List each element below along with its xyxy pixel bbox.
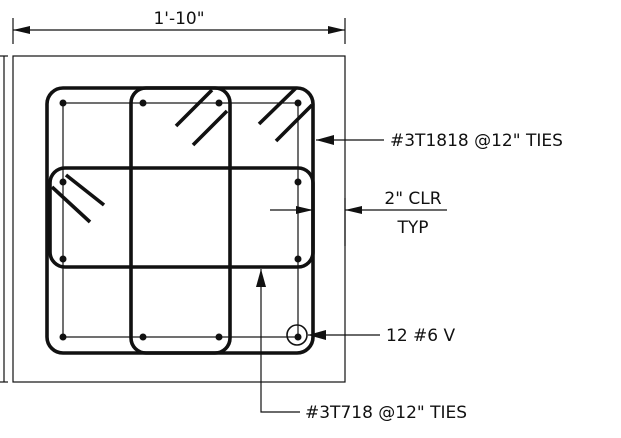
hook bbox=[191, 109, 229, 147]
dimension-arrow-right bbox=[328, 26, 345, 34]
clr-arrow-right bbox=[345, 206, 362, 214]
rebar-dot bbox=[294, 333, 302, 341]
hook bbox=[50, 185, 92, 224]
rebar-dot bbox=[139, 99, 147, 107]
rebar-dot bbox=[294, 255, 302, 263]
rebar-dot bbox=[215, 333, 223, 341]
outer-ties-callout: #3T1818 @12" TIES bbox=[316, 131, 563, 151]
vertical-bars bbox=[59, 99, 308, 346]
rebar-dot bbox=[59, 178, 67, 186]
clr-arrow-left bbox=[296, 206, 313, 214]
inner-ties-label: #3T718 @12" TIES bbox=[305, 403, 467, 423]
outer-ties-label: #3T1818 @12" TIES bbox=[390, 131, 563, 151]
vertical-cross-tie bbox=[129, 86, 232, 355]
clear-cover-typ-label: TYP bbox=[396, 218, 428, 238]
hook bbox=[274, 103, 314, 143]
rebar-dot bbox=[215, 99, 223, 107]
tie-hooks bbox=[50, 86, 314, 224]
rebar-dot bbox=[59, 255, 67, 263]
clear-cover-dimension: 2" CLR TYP bbox=[270, 189, 447, 246]
width-dimension: 1'-10" bbox=[12, 9, 346, 44]
clear-cover-label: 2" CLR bbox=[384, 189, 441, 209]
dimension-arrow-left bbox=[13, 26, 30, 34]
rebar-dot bbox=[294, 178, 302, 186]
hook bbox=[257, 86, 298, 126]
hook bbox=[174, 88, 214, 128]
inner-tie-line bbox=[62, 102, 299, 338]
outer-ties-arrow bbox=[316, 135, 334, 145]
vertical-bars-callout: 12 #6 V bbox=[308, 326, 455, 346]
rebar-dot bbox=[139, 333, 147, 341]
hook bbox=[64, 173, 106, 207]
inner-ties-arrow bbox=[256, 269, 266, 287]
rebar-dot bbox=[59, 99, 67, 107]
vertical-bars-label: 12 #6 V bbox=[386, 326, 455, 346]
inner-ties-callout: #3T718 @12" TIES bbox=[256, 269, 467, 423]
highlighted-rebar-circle bbox=[286, 324, 308, 346]
vertical-bars-arrow bbox=[308, 330, 326, 340]
width-label: 1'-10" bbox=[153, 9, 204, 29]
inner-ties-leader bbox=[260, 269, 300, 413]
rebar-dot bbox=[59, 333, 67, 341]
rebar-dot bbox=[294, 99, 302, 107]
horizontal-cross-tie bbox=[48, 166, 315, 269]
